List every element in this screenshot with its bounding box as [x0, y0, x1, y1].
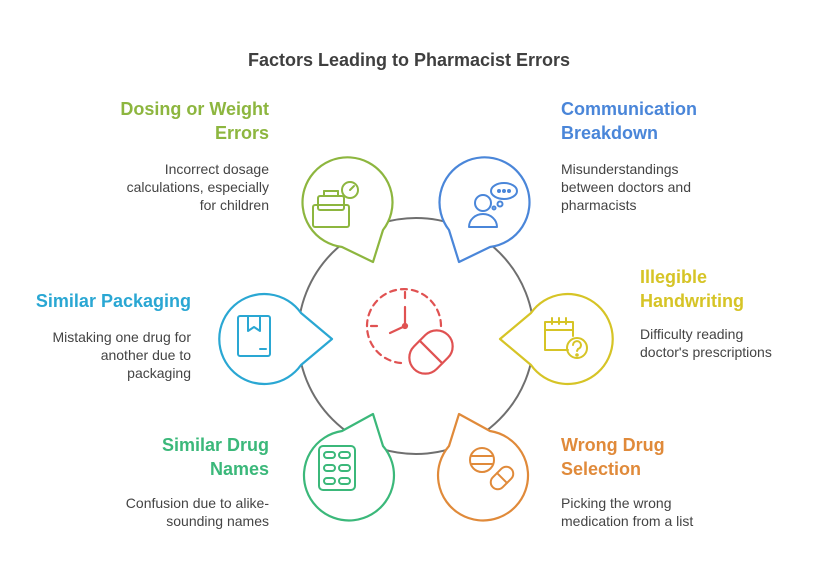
wrong-drug-desc-line: Picking the wrong: [561, 495, 672, 511]
drug-names-desc-line: sounding names: [166, 513, 269, 529]
drug-names-desc-line: Confusion due to alike-: [125, 495, 269, 511]
calendar-question-icon: [544, 317, 588, 359]
scale-icon: [312, 181, 359, 228]
drug-names-title-line: Similar Drug: [161, 435, 269, 455]
handwriting-title-line: Illegible: [640, 267, 708, 287]
handwriting-desc-line: Difficulty reading: [640, 326, 744, 342]
dosing-title-line: Errors: [214, 123, 269, 143]
handwriting-description: Difficulty reading doctor's prescription…: [640, 325, 772, 361]
packaging-pin: [218, 292, 334, 386]
communication-title-line: Communication: [561, 99, 698, 119]
dosing-desc-line: calculations, especially: [126, 179, 269, 195]
chat-person-icon: [468, 182, 518, 228]
dosing-desc-line: Incorrect dosage: [164, 161, 269, 177]
box-icon: [237, 315, 271, 357]
wrong-drug-title: Wrong Drug Selection: [561, 433, 665, 481]
communication-title: Communication Breakdown: [561, 97, 697, 145]
drug-names-description: Confusion due to alike- sounding names: [126, 494, 269, 530]
packaging-desc-line: packaging: [127, 365, 191, 381]
wrong-drug-description: Picking the wrong medication from a list: [561, 494, 693, 530]
communication-desc-line: pharmacists: [561, 197, 637, 213]
dosing-pin: [301, 156, 394, 264]
wrong-drug-desc-line: medication from a list: [561, 513, 694, 529]
handwriting-pin: [498, 292, 614, 386]
diagram-title: Factors Leading to Pharmacist Errors: [247, 50, 571, 70]
dosing-title: Dosing or Weight Errors: [120, 97, 269, 145]
communication-desc-line: between doctors and: [561, 179, 691, 195]
pill-blister-icon: [318, 445, 356, 491]
dosing-desc-line: for children: [199, 197, 269, 213]
packaging-title: Similar Packaging: [36, 289, 191, 313]
communication-description: Misunderstandings between doctors and ph…: [561, 160, 691, 214]
drug-names-title-line: Names: [209, 459, 269, 479]
packaging-title-line: Similar Packaging: [35, 291, 191, 311]
handwriting-desc-line: doctor's prescriptions: [640, 344, 772, 360]
packaging-desc-line: Mistaking one drug for: [52, 329, 191, 345]
wrong-drug-pin: [436, 412, 530, 522]
communication-pin: [438, 156, 531, 264]
dosing-description: Incorrect dosage calculations, especiall…: [127, 160, 269, 214]
wrong-drug-title-line: Selection: [561, 459, 642, 479]
packaging-description: Mistaking one drug for another due to pa…: [52, 328, 191, 382]
handwriting-title: Illegible Handwriting: [640, 265, 744, 313]
clock-capsule-icon: [365, 288, 454, 375]
communication-title-line: Breakdown: [561, 123, 659, 143]
pills-icon: [469, 447, 515, 491]
dosing-title-line: Dosing or Weight: [120, 99, 269, 119]
drug-names-title: Similar Drug Names: [162, 433, 269, 481]
wrong-drug-title-line: Wrong Drug: [561, 435, 665, 455]
central-ring: [297, 217, 535, 455]
packaging-desc-line: another due to: [100, 347, 191, 363]
communication-desc-line: Misunderstandings: [561, 161, 679, 177]
handwriting-title-line: Handwriting: [640, 291, 744, 311]
